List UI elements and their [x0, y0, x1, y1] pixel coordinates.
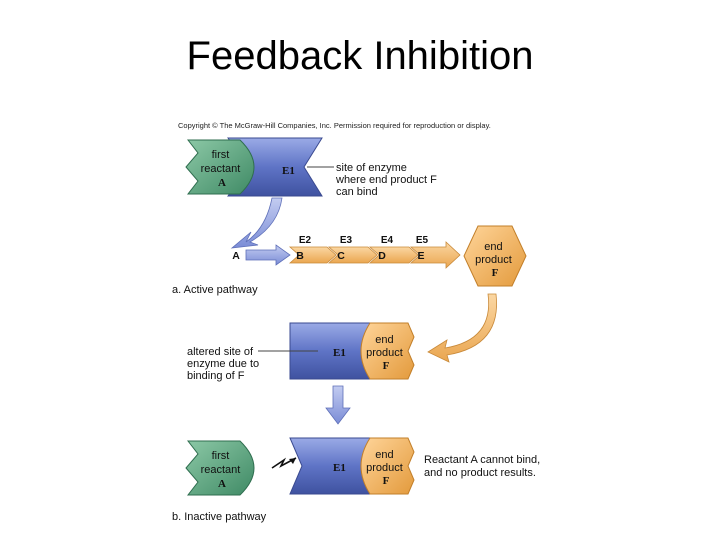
altered-site-note: altered site of enzyme due to binding of… — [187, 346, 262, 382]
reactant-inactive-line-3: A — [218, 478, 226, 490]
down-arrow — [325, 385, 351, 425]
blocked-binding-arrowhead — [289, 458, 296, 464]
result-note: Reactant A cannot bind, and no product r… — [424, 454, 543, 479]
enzyme-e1-inactive: E1 end product F — [289, 437, 415, 495]
pathway-enzyme-e5: E5 — [416, 235, 429, 246]
bound-product-bottom-line-2: product — [366, 462, 403, 474]
end-product-line-1: end — [484, 241, 502, 253]
reactant-line-1: first — [212, 149, 230, 161]
pathway-step-e-f — [409, 241, 461, 269]
site-note-line-3: can bind — [336, 186, 378, 198]
copyright-text: Copyright © The McGraw-Hill Companies, I… — [178, 121, 491, 130]
site-note-line-1: site of enzyme — [336, 162, 407, 174]
blocked-binding-arrow — [271, 457, 297, 469]
end-product-f: end product F — [463, 225, 527, 287]
reactant-line-3: A — [218, 177, 226, 189]
enzyme-e1-inhibited: E1 end product F — [289, 322, 415, 380]
altered-note-line-3: binding of F — [187, 370, 245, 382]
pathway-letter-b: B — [296, 250, 304, 262]
pathway-enzyme-e3: E3 — [340, 235, 353, 246]
active-pathway-caption: a. Active pathway — [172, 284, 258, 296]
altered-note-line-1: altered site of — [187, 346, 254, 358]
reactant-line-2: reactant — [201, 163, 241, 175]
bound-product-label-top: end product F — [366, 334, 406, 372]
bound-product-top-line-2: product — [366, 347, 403, 359]
bound-product-bottom-line-3: F — [383, 475, 390, 487]
pathway-letter-e: E — [417, 250, 424, 262]
first-reactant-active: first reactant A — [185, 139, 255, 195]
end-product-line-3: F — [492, 267, 499, 279]
reactant-inactive-line-1: first — [212, 450, 230, 462]
site-note-line-2: where end product F — [335, 174, 437, 186]
pathway-step-d-e — [368, 246, 419, 264]
end-product-line-2: product — [475, 254, 512, 266]
enzyme-e1-inhibited-label: E1 — [333, 347, 346, 359]
reactant-label-inactive: first reactant A — [201, 450, 244, 490]
pathway-letter-c: C — [337, 250, 345, 262]
bound-product-top-line-3: F — [383, 360, 390, 372]
inactive-pathway-caption: b. Inactive pathway — [172, 511, 267, 523]
pathway-chain — [288, 241, 461, 269]
end-product-label: end product F — [475, 241, 515, 279]
slide-title: Feedback Inhibition — [186, 34, 534, 78]
pathway-enzyme-e2: E2 — [299, 235, 312, 246]
altered-note-line-2: enzyme due to — [187, 358, 259, 370]
enzyme-e1-label: E1 — [282, 165, 295, 177]
enzyme-e1-inactive-label: E1 — [333, 462, 346, 474]
reactant-inactive-line-2: reactant — [201, 464, 241, 476]
bound-product-top-line-1: end — [375, 334, 393, 346]
pathway-letters: A B C D E — [232, 250, 424, 262]
bound-product-label-bottom: end product F — [366, 449, 406, 487]
pathway-step-c-d — [327, 246, 378, 264]
feedback-arrow — [427, 293, 497, 363]
result-note-line-2: and no product results. — [424, 467, 536, 479]
pathway-enzymes: E2 E3 E4 E5 — [299, 235, 429, 246]
pathway-letter-a: A — [232, 250, 240, 262]
reactant-to-pathway-arrow — [230, 197, 283, 249]
bound-product-bottom-line-1: end — [375, 449, 393, 461]
pathway-enzyme-e4: E4 — [381, 235, 394, 246]
site-note: site of enzyme where end product F can b… — [335, 162, 440, 198]
pathway-letter-d: D — [378, 250, 386, 262]
first-reactant-inactive: first reactant A — [185, 440, 255, 496]
pathway-step-b-c — [288, 246, 337, 264]
a-to-b-arrow — [245, 244, 291, 266]
reactant-label-active: first reactant A — [201, 149, 244, 189]
result-note-line-1: Reactant A cannot bind, — [424, 454, 540, 466]
